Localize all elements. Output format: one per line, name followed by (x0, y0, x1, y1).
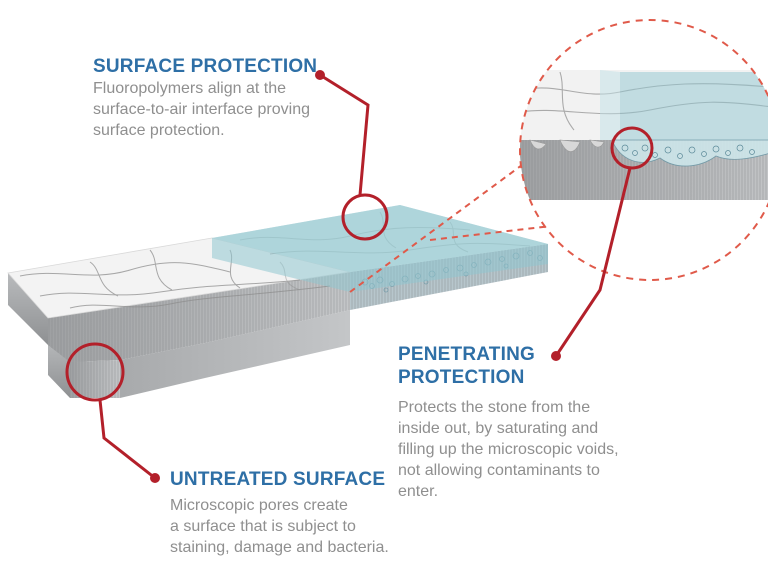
penetrating-protection-line-4: not allowing contaminants to (398, 462, 600, 479)
surface-protection-line-2: surface-to-air interface proving (93, 101, 310, 118)
zoom-coating (620, 72, 768, 140)
untreated-surface-line-1: Microscopic pores create (170, 497, 348, 514)
surface-coating-layer (212, 205, 548, 292)
callout-untreated-surface (65, 342, 160, 483)
callout-surface-protection (315, 70, 389, 241)
surface-protection-title: SURFACE PROTECTION (93, 56, 318, 77)
marble-veins (19, 249, 331, 309)
callout-circle-penetrating (610, 126, 654, 170)
slab-left-face (8, 273, 48, 345)
penetrating-protection-title-line-2: PROTECTION (398, 367, 525, 388)
label-penetrating-protection: PENETRATING PROTECTION Protects the ston… (398, 343, 678, 502)
zoom-particles (611, 139, 768, 167)
penetrating-protection-line-3: filling up the microscopic voids, (398, 441, 619, 458)
untreated-surface-line-3: staining, damage and bacteria. (170, 539, 389, 556)
zoom-circle-outline (519, 19, 768, 281)
callout-dot-surface (315, 70, 325, 80)
penetrating-protection-line-1: Protects the stone from the (398, 399, 591, 416)
penetrating-protection-title-line-1: PENETRATING (398, 344, 535, 365)
callout-dot-untreated (150, 473, 160, 483)
untreated-surface-title: UNTREATED SURFACE (170, 469, 386, 490)
stone-slab (7, 205, 548, 398)
label-untreated-surface: UNTREATED SURFACE Microscopic pores crea… (170, 468, 430, 558)
surface-protection-line-1: Fluoropolymers align at the (93, 80, 286, 97)
zoom-detail-view (519, 19, 768, 281)
untreated-surface-line-2: a surface that is subject to (170, 518, 356, 535)
callout-penetrating-protection (551, 126, 654, 361)
callout-dot-penetrating (551, 351, 561, 361)
label-surface-protection: SURFACE PROTECTION Fluoropolymers align … (93, 55, 363, 141)
surface-protection-line-3: surface protection. (93, 122, 225, 139)
penetrating-protection-line-5: enter. (398, 483, 439, 500)
callout-circle-untreated (65, 342, 125, 402)
callout-circle-surface (341, 193, 389, 241)
zoom-connector-lines (349, 164, 561, 293)
penetrating-protection-line-2: inside out, by saturating and (398, 420, 599, 437)
